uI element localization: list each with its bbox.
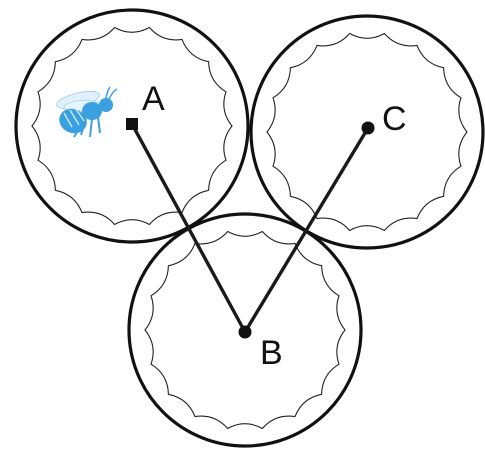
label-b: B	[260, 334, 283, 372]
point-c-dot	[362, 122, 375, 135]
bee-head	[99, 98, 113, 112]
label-a: A	[142, 80, 165, 118]
label-c: C	[382, 100, 407, 138]
point-a-dot	[126, 118, 138, 130]
point-b-dot	[239, 326, 252, 339]
